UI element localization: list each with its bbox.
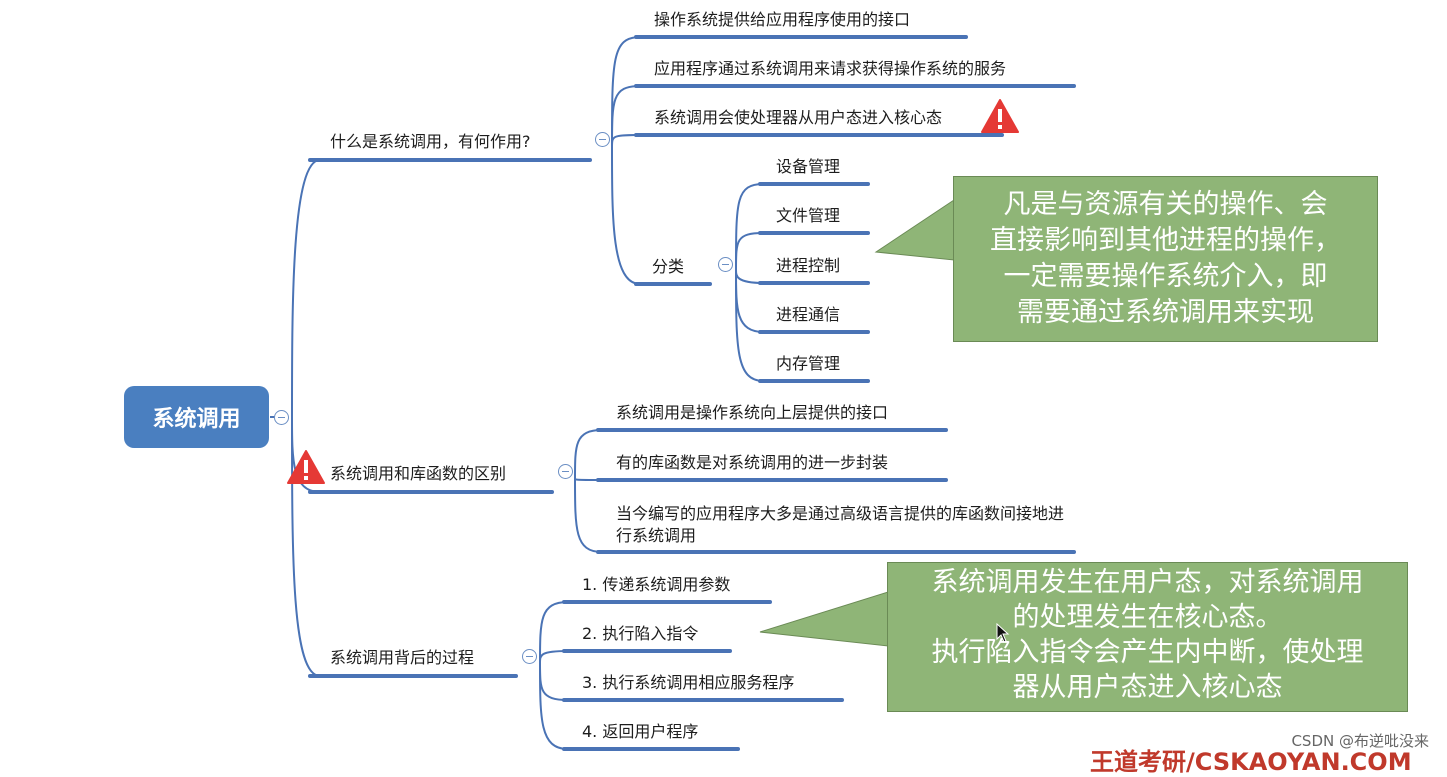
mindmap-connectors bbox=[270, 35, 1076, 751]
node-process-comm[interactable]: 进程通信 bbox=[776, 305, 841, 324]
node-file-mgmt[interactable]: 文件管理 bbox=[776, 206, 841, 225]
note-2-line-3: 执行陷入指令会产生内中断，使处理 bbox=[931, 637, 1364, 668]
node-device-mgmt[interactable]: 设备管理 bbox=[776, 157, 841, 176]
node-step-4[interactable]: 4. 返回用户程序 bbox=[582, 722, 699, 741]
root-node[interactable]: 系统调用 bbox=[124, 386, 269, 448]
note-pointer-2 bbox=[759, 591, 889, 647]
mouse-cursor-icon bbox=[996, 623, 1010, 643]
node-request-service[interactable]: 应用程序通过系统调用来请求获得操作系统的服务 bbox=[654, 59, 1007, 78]
branch-what-is-syscall[interactable]: 什么是系统调用，有何作用? bbox=[330, 132, 531, 151]
note-1-line-1: 凡是与资源有关的操作、会 bbox=[1003, 189, 1328, 220]
collapse-branch-2-icon[interactable] bbox=[558, 464, 573, 479]
note-2-line-1: 系统调用发生在用户态，对系统调用 bbox=[931, 567, 1364, 598]
node-step-1[interactable]: 1. 传递系统调用参数 bbox=[582, 575, 731, 594]
note-resource-ops: 凡是与资源有关的操作、会 直接影响到其他进程的操作， 一定需要操作系统介入，即 … bbox=[953, 176, 1378, 342]
node-kernel-mode[interactable]: 系统调用会使处理器从用户态进入核心态 bbox=[654, 108, 943, 127]
collapse-root-icon[interactable] bbox=[274, 410, 289, 425]
node-interface[interactable]: 操作系统提供给应用程序使用的接口 bbox=[654, 10, 911, 29]
note-1-line-2: 直接影响到其他进程的操作， bbox=[990, 225, 1341, 256]
warning-icon bbox=[981, 99, 1019, 133]
collapse-branch-3-icon[interactable] bbox=[522, 649, 537, 664]
note-2-line-4: 器从用户态进入核心态 bbox=[1012, 672, 1283, 703]
collapse-category-icon[interactable] bbox=[718, 257, 733, 272]
node-upper-interface[interactable]: 系统调用是操作系统向上层提供的接口 bbox=[616, 403, 889, 422]
csdn-watermark: CSDN @布逆吡没来 bbox=[1291, 732, 1429, 750]
note-pointer-1 bbox=[874, 199, 955, 261]
node-library-wrap[interactable]: 有的库函数是对系统调用的进一步封装 bbox=[616, 453, 889, 472]
node-process-ctrl[interactable]: 进程控制 bbox=[776, 256, 841, 275]
warning-icon bbox=[287, 450, 325, 484]
note-mode-switch: 系统调用发生在用户态，对系统调用 的处理发生在核心态。 执行陷入指令会产生内中断… bbox=[887, 562, 1408, 712]
collapse-branch-1-icon[interactable] bbox=[595, 132, 610, 147]
note-1-line-3: 一定需要操作系统介入，即 bbox=[1003, 261, 1328, 292]
branch-syscall-process[interactable]: 系统调用背后的过程 bbox=[330, 648, 475, 667]
branch-syscall-vs-library[interactable]: 系统调用和库函数的区别 bbox=[330, 464, 507, 483]
note-1-line-4: 需要通过系统调用来实现 bbox=[1017, 297, 1314, 328]
node-category[interactable]: 分类 bbox=[652, 257, 685, 276]
node-step-2[interactable]: 2. 执行陷入指令 bbox=[582, 624, 699, 643]
node-indirect-syscall[interactable]: 当今编写的应用程序大多是通过高级语言提供的库函数间接地进行系统调用 bbox=[616, 504, 1065, 545]
node-memory-mgmt[interactable]: 内存管理 bbox=[776, 354, 841, 373]
note-2-line-2: 的处理发生在核心态。 bbox=[1012, 602, 1283, 633]
node-step-3[interactable]: 3. 执行系统调用相应服务程序 bbox=[582, 673, 795, 692]
